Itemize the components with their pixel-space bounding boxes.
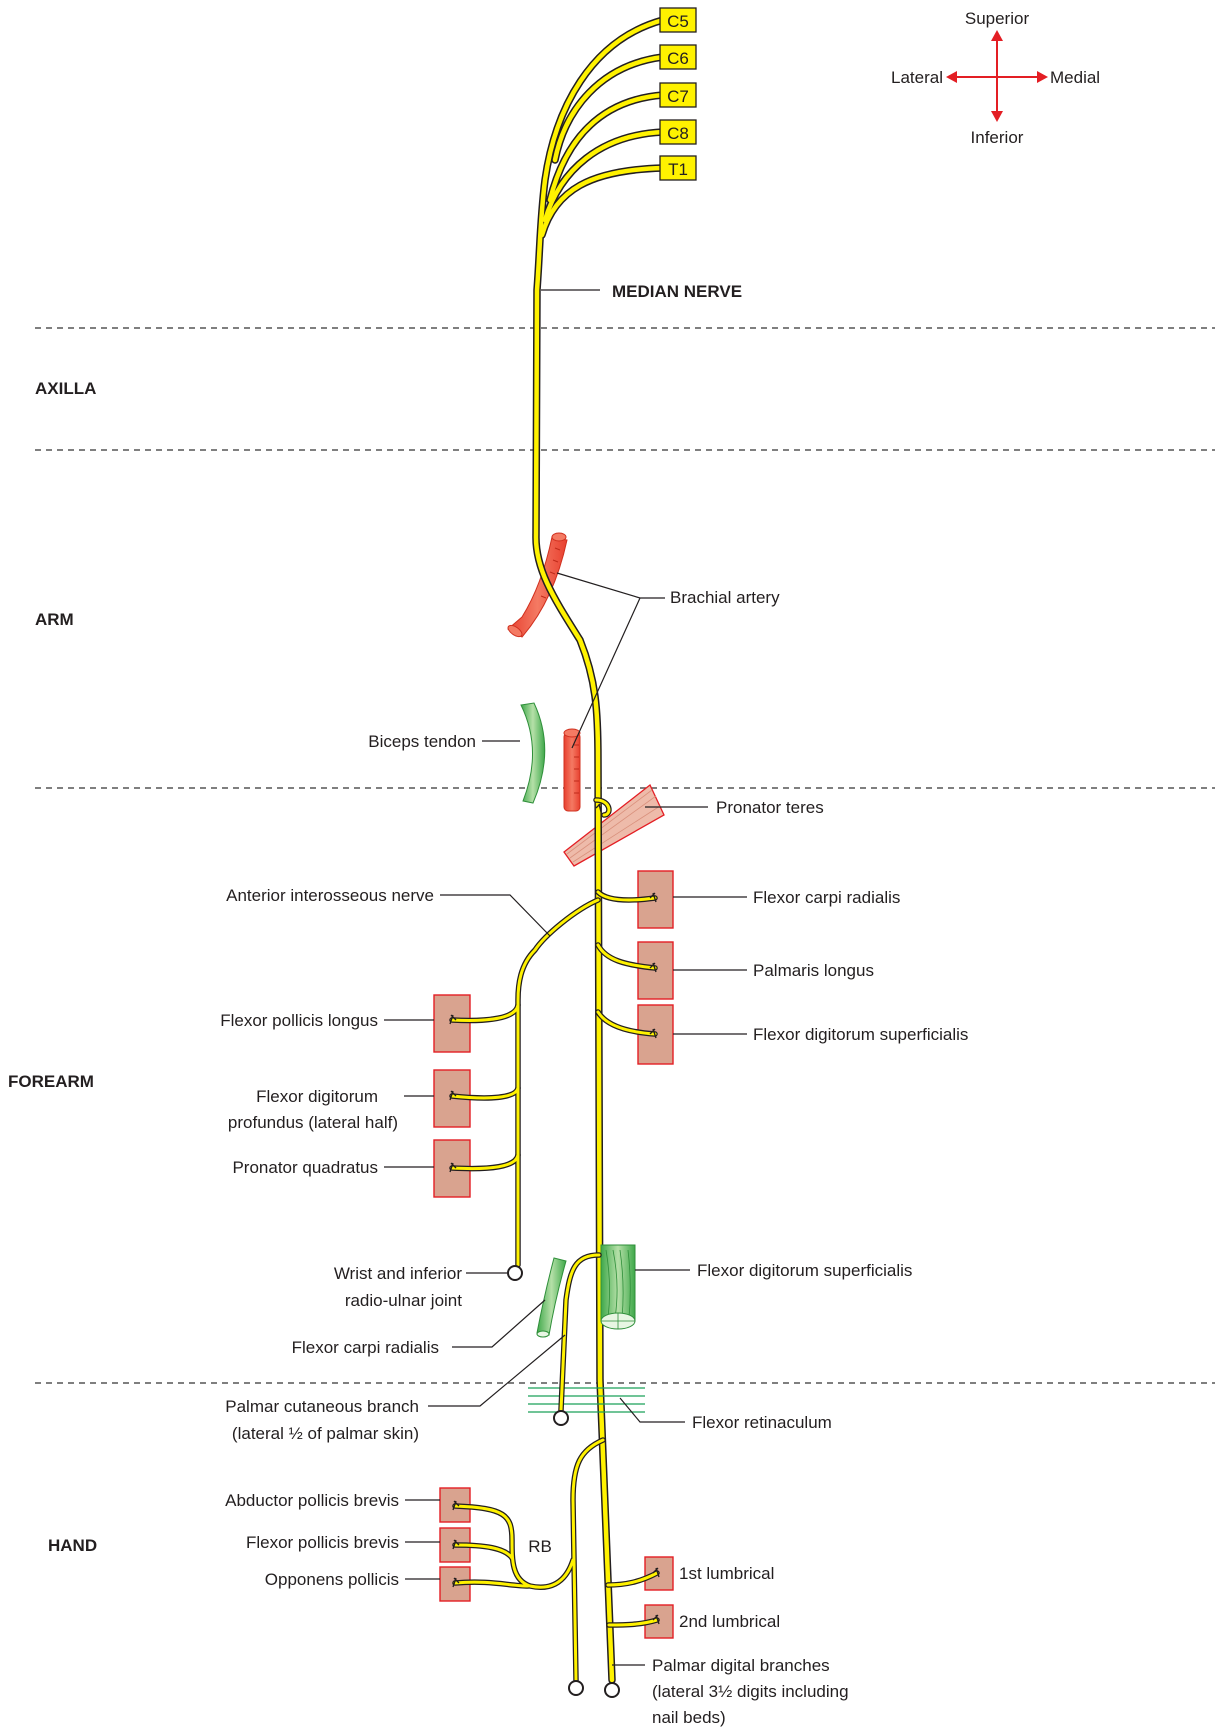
nerve-roots: C5 C6 C7 C8 T1 xyxy=(659,7,697,181)
label-flexor-pollicis-brevis: Flexor pollicis brevis xyxy=(246,1533,399,1552)
orientation-inferior: Inferior xyxy=(971,128,1024,147)
label-brachial-artery: Brachial artery xyxy=(670,588,780,607)
orientation-compass: Superior Inferior Lateral Medial xyxy=(891,9,1100,147)
orientation-medial: Medial xyxy=(1050,68,1100,87)
region-hand: HAND xyxy=(48,1536,97,1555)
region-arm: ARM xyxy=(35,610,74,629)
median-nerve-trunk xyxy=(532,16,667,1684)
pronator-teres-shape xyxy=(563,783,665,867)
svg-text:C5: C5 xyxy=(667,12,689,31)
label-anterior-interosseous-nerve: Anterior interosseous nerve xyxy=(226,886,434,905)
root-c8: C8 xyxy=(659,119,697,145)
label-wrist-line1: Wrist and inferior xyxy=(334,1264,463,1283)
label-median-nerve: MEDIAN NERVE xyxy=(612,282,742,301)
label-abductor-pollicis-brevis: Abductor pollicis brevis xyxy=(225,1491,399,1510)
label-flexor-pollicis-longus: Flexor pollicis longus xyxy=(220,1011,378,1030)
muscle-flexor-pollicis-longus xyxy=(433,994,471,1053)
svg-text:C6: C6 xyxy=(667,49,689,68)
label-2nd-lumbrical: 2nd lumbrical xyxy=(679,1612,780,1631)
flexor-digitorum-superficialis-tendon-shape xyxy=(600,1244,636,1330)
root-c6: C6 xyxy=(659,44,697,70)
root-c5: C5 xyxy=(659,7,697,33)
arrow-left-icon xyxy=(946,71,957,83)
terminal-wrist-joint xyxy=(507,1265,523,1281)
root-c7: C7 xyxy=(659,82,697,108)
svg-text:C7: C7 xyxy=(667,87,689,106)
label-palmaris-longus: Palmaris longus xyxy=(753,961,874,980)
region-forearm: FOREARM xyxy=(8,1072,94,1091)
label-palmar-digital-line1: Palmar digital branches xyxy=(652,1656,830,1675)
label-pronator-quadratus: Pronator quadratus xyxy=(232,1158,378,1177)
label-biceps-tendon: Biceps tendon xyxy=(368,732,476,751)
orientation-lateral: Lateral xyxy=(891,68,943,87)
brachial-artery-lower xyxy=(563,728,581,812)
leader-lines xyxy=(384,289,747,1666)
biceps-tendon-shape xyxy=(520,702,546,804)
label-rb: RB xyxy=(528,1537,552,1556)
terminal-palmar-cutaneous xyxy=(553,1410,569,1426)
label-fcr-tendon: Flexor carpi radialis xyxy=(292,1338,439,1357)
svg-text:C8: C8 xyxy=(667,124,689,143)
region-axilla: AXILLA xyxy=(35,379,96,398)
label-1st-lumbrical: 1st lumbrical xyxy=(679,1564,774,1583)
region-dividers xyxy=(35,327,1215,1384)
label-pronator-teres: Pronator teres xyxy=(716,798,824,817)
orientation-superior: Superior xyxy=(965,9,1030,28)
arrow-down-icon xyxy=(991,111,1003,122)
arrow-right-icon xyxy=(1037,71,1048,83)
label-palmar-digital-line3: nail beds) xyxy=(652,1708,726,1727)
label-palmar-digital-line2: (lateral 3½ digits including xyxy=(652,1682,849,1701)
label-opponens-pollicis: Opponens pollicis xyxy=(265,1570,399,1589)
terminal-digital-medial xyxy=(604,1682,620,1698)
label-flexor-digitorum-superficialis: Flexor digitorum superficialis xyxy=(753,1025,968,1044)
nerve-branches xyxy=(449,797,660,1683)
label-fdp-line2: profundus (lateral half) xyxy=(228,1113,398,1132)
flexor-retinaculum-shape xyxy=(528,1387,645,1413)
motor-endplates xyxy=(449,803,660,1625)
label-wrist-line2: radio-ulnar joint xyxy=(345,1291,462,1310)
arrow-up-icon xyxy=(991,30,1003,41)
label-palmar-cutaneous-line1: Palmar cutaneous branch xyxy=(225,1397,419,1416)
svg-text:T1: T1 xyxy=(668,160,688,179)
label-flexor-retinaculum: Flexor retinaculum xyxy=(692,1413,832,1432)
label-fds-tendon: Flexor digitorum superficialis xyxy=(697,1261,912,1280)
terminal-digital-lateral xyxy=(568,1680,584,1696)
label-palmar-cutaneous-line2: (lateral ½ of palmar skin) xyxy=(232,1424,419,1443)
label-fdp-line1: Flexor digitorum xyxy=(256,1087,378,1106)
root-t1: T1 xyxy=(659,155,697,181)
label-flexor-carpi-radialis: Flexor carpi radialis xyxy=(753,888,900,907)
flexor-carpi-radialis-tendon-shape xyxy=(536,1257,567,1338)
